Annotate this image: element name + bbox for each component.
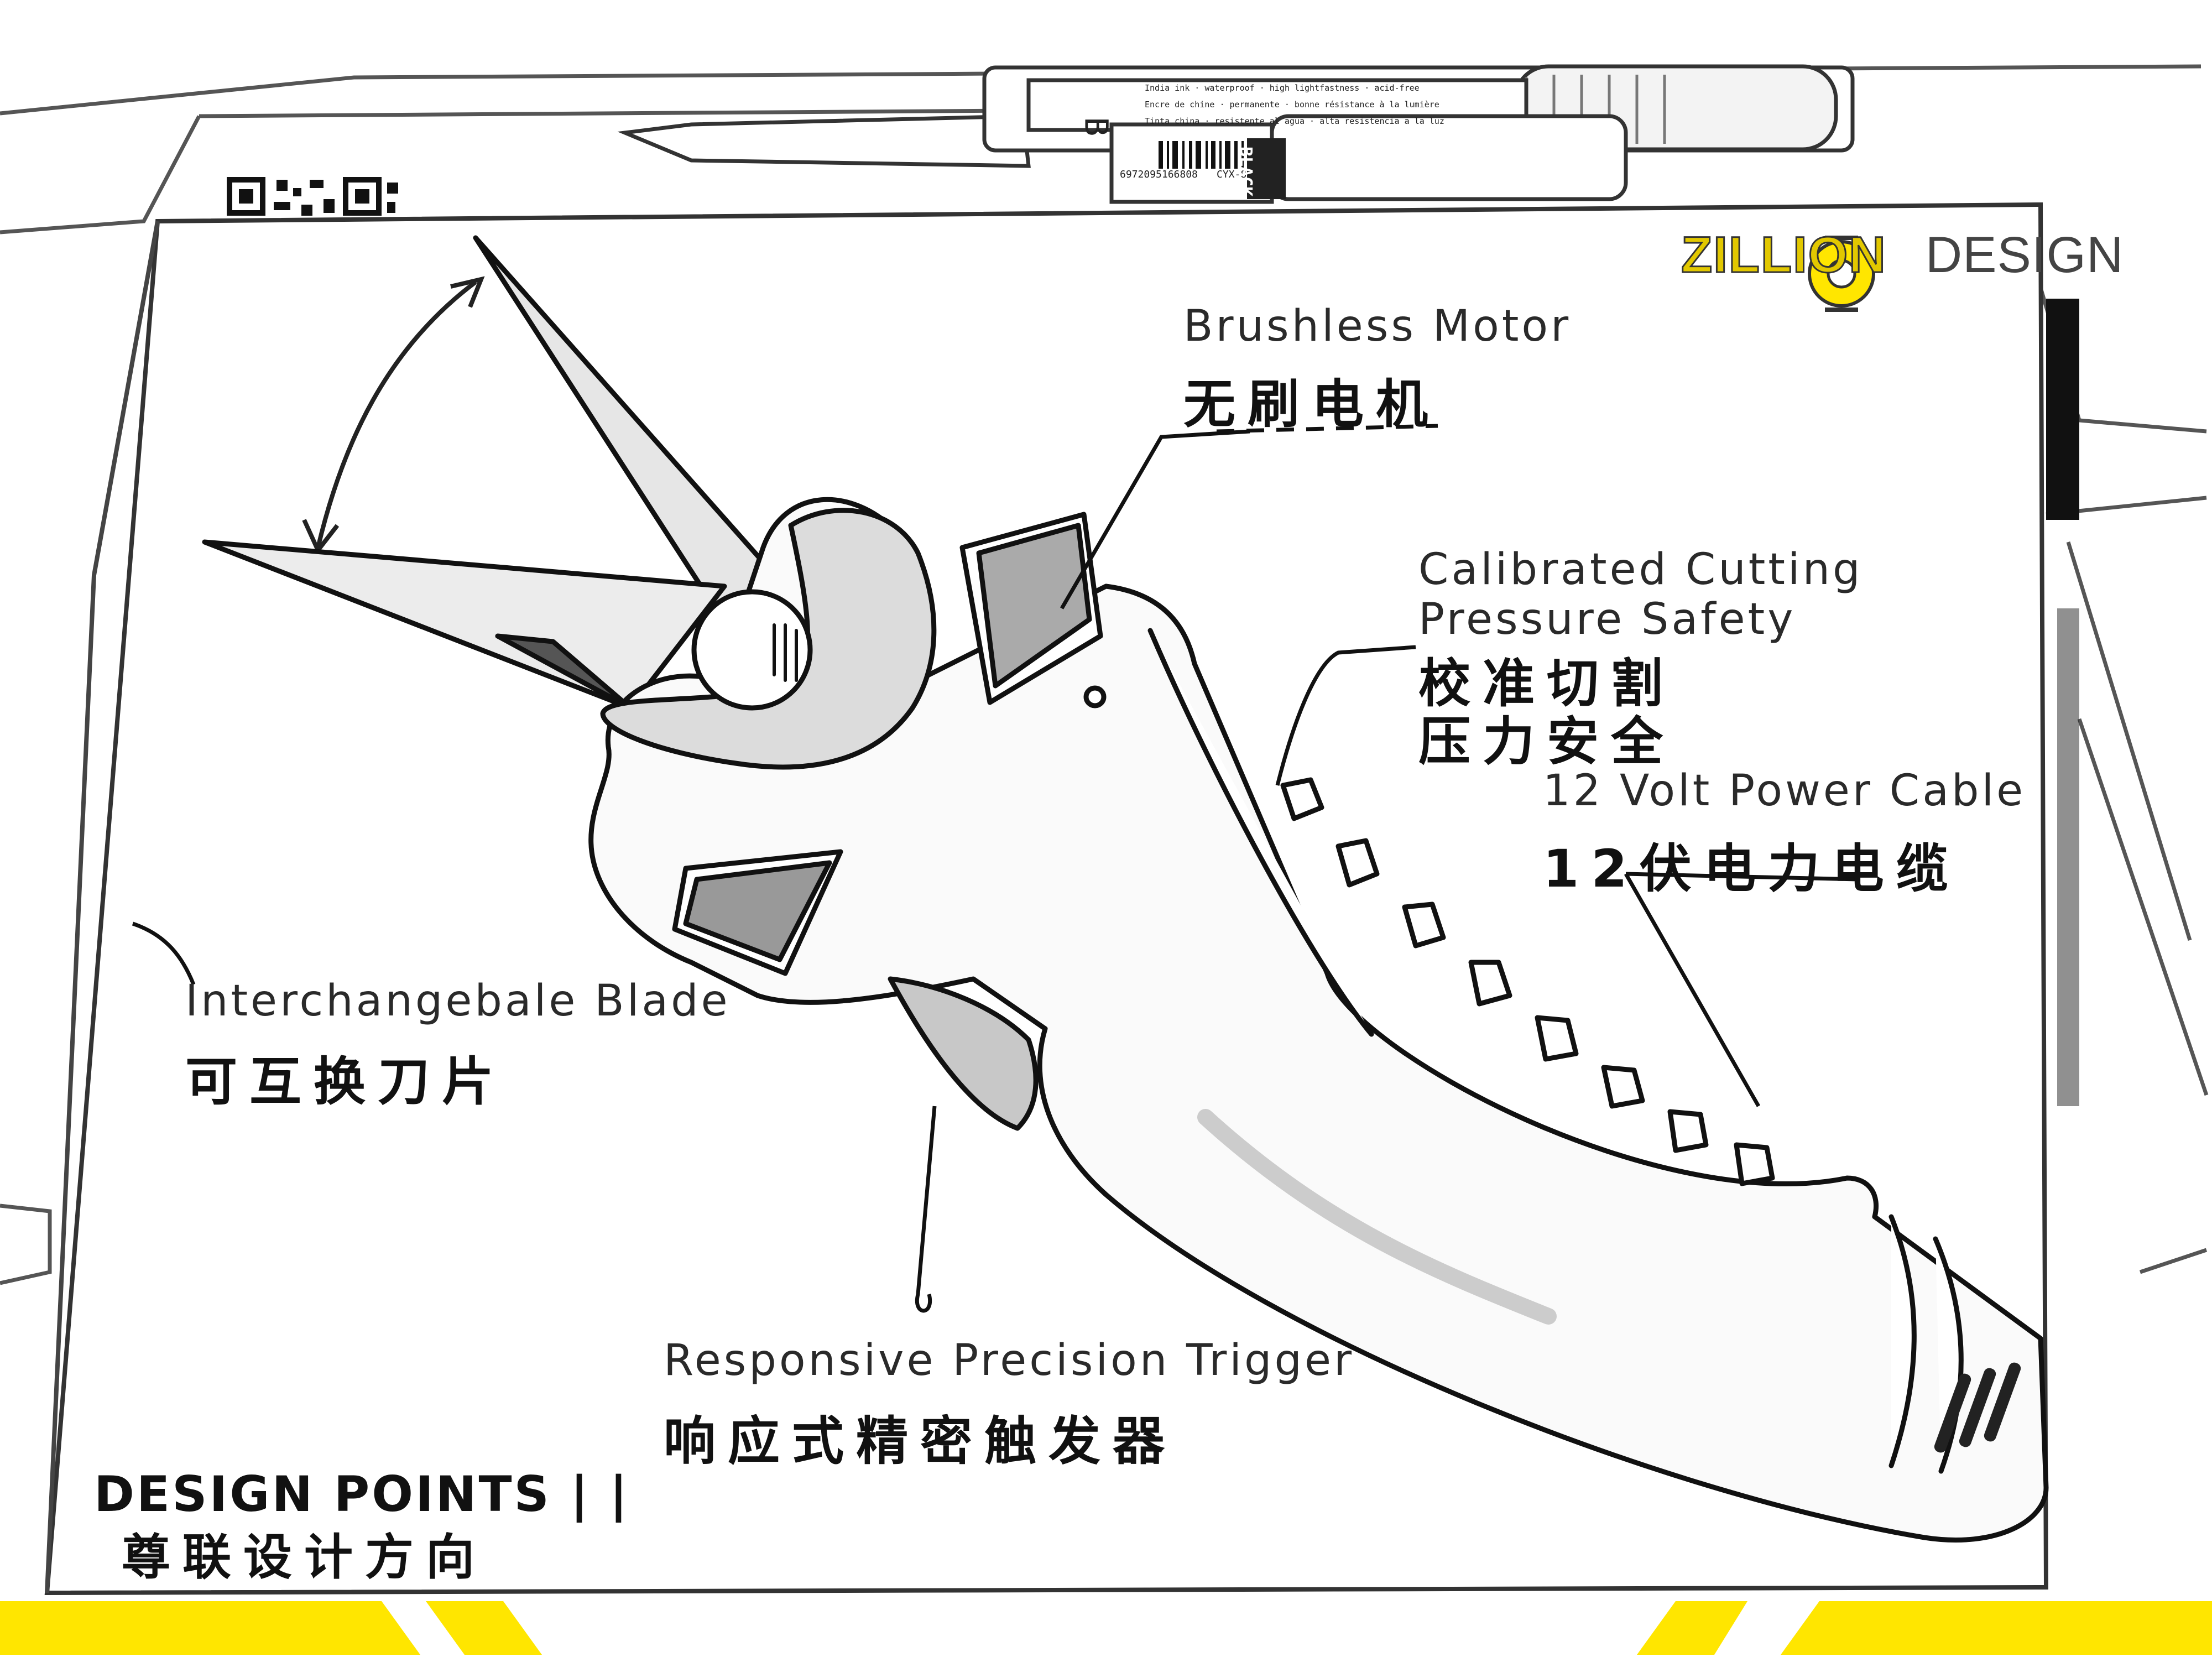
pen-color: BLACK (1236, 147, 1255, 197)
qr-code (227, 177, 398, 216)
label-cable-en: 12 Volt Power Cable (1543, 766, 2026, 816)
accent-stripes (0, 1601, 2212, 1655)
label-trigger-en: Responsive Precision Trigger (664, 1336, 1355, 1385)
pen-barcode (1159, 138, 1286, 199)
design-points-subtitle: 尊联设计方向 (122, 1529, 487, 1586)
pen-text-1: India ink · waterproof · high lightfastn… (1145, 83, 1420, 93)
ink-pen (617, 64, 1855, 204)
pen-code: CYX-808 (1217, 169, 1259, 180)
logo-word: DESIGN (1925, 227, 2124, 283)
pen-text-2: Encre de chine · permanente · bonne rési… (1145, 100, 1439, 110)
label-blade-zh: 可互换刀片 (185, 1052, 507, 1112)
design-points-title: DESIGN POINTS | | (94, 1466, 630, 1523)
pen-letter: B (1077, 117, 1115, 137)
label-pressure-zh-2: 压力安全 (1418, 712, 1676, 772)
label-pressure-zh-1: 校准切割 (1418, 654, 1676, 714)
label-cable-zh: 12伏电力电缆 (1543, 839, 1960, 899)
desk-shadow (2046, 299, 2079, 520)
label-pressure-en-1: Calibrated Cutting (1418, 545, 1863, 595)
pen-barcode-number: 6972095166808 (1120, 169, 1198, 180)
leader-lines (132, 424, 1859, 1313)
label-motor-zh: 无刷电机 (1183, 374, 1441, 435)
label-blade-en: Interchangebale Blade (185, 976, 731, 1026)
pen-text-3: Tinta china · resistente al agua · alta … (1145, 116, 1444, 126)
label-motor-en: Brushless Motor (1183, 301, 1572, 351)
logo-brand: ZILLION (1681, 227, 1887, 283)
brand-logo: ZILLION DESIGN (1681, 227, 2124, 283)
pruner-sketch (202, 235, 2049, 1543)
label-pressure-en-2: Pressure Safety (1418, 595, 1796, 644)
label-trigger-zh: 响应式精密触发器 (664, 1411, 1177, 1472)
